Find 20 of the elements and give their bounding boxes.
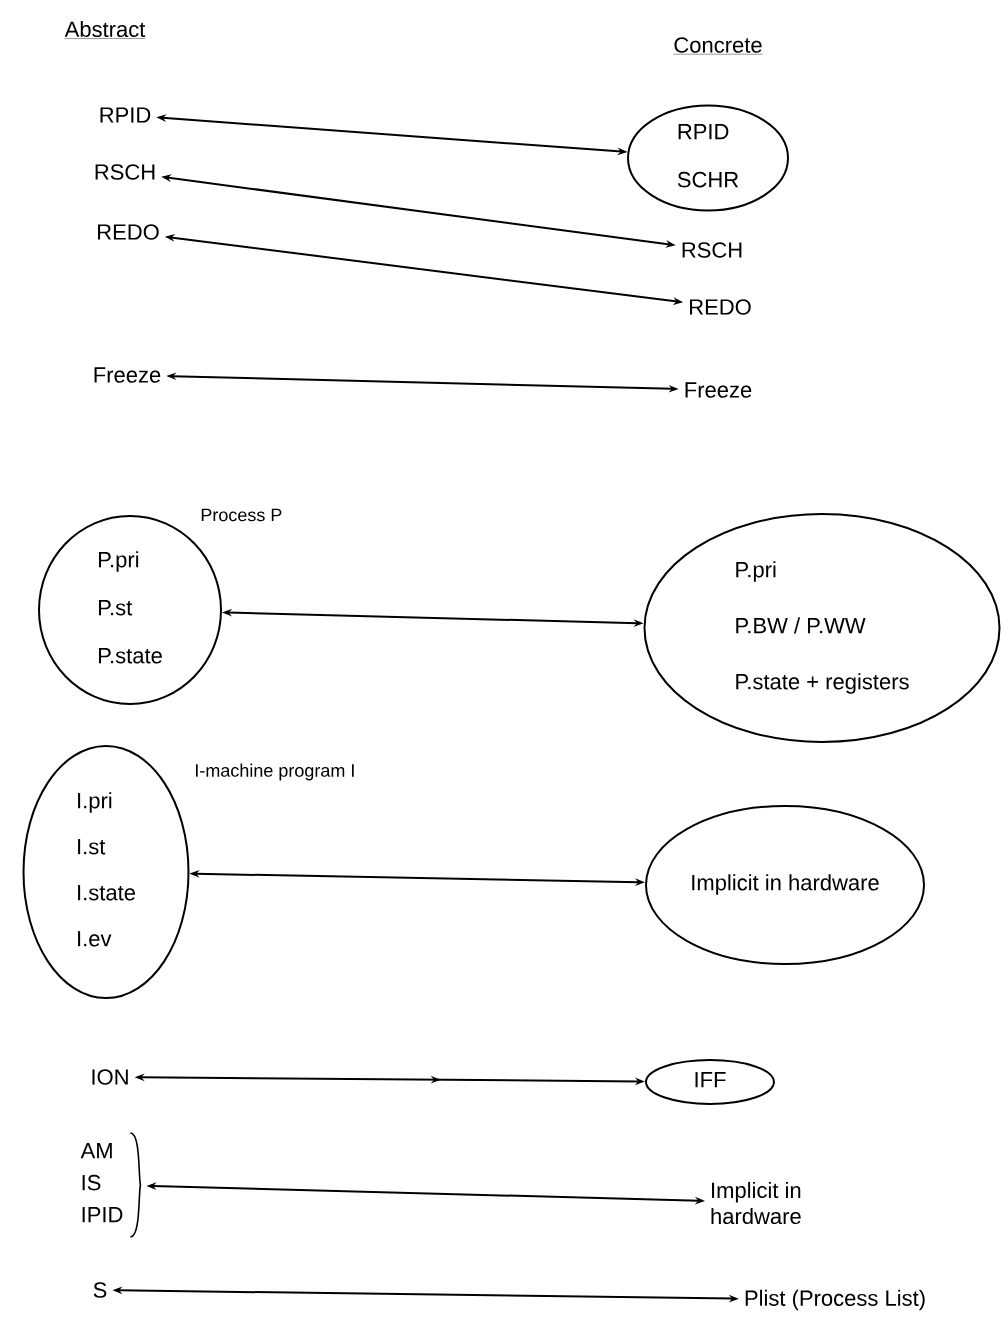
text-label: Plist (Process List) [745, 1289, 925, 1311]
term-oval: IFF [645, 1059, 775, 1105]
term-label: RPID [100, 107, 151, 123]
term-label: REDO [98, 224, 159, 240]
term-oval: RPID SCHR [627, 104, 789, 212]
variable-oval: P.pri P.BW / P.WW P.state + registers [643, 513, 1001, 743]
term-label: ION [92, 1069, 128, 1085]
term-label: RSCH [682, 242, 742, 258]
text-label: Implicit in hardware [711, 1181, 801, 1225]
node-label: Process P [201, 508, 282, 522]
node-label: I-machine program I [196, 763, 354, 781]
braced-term-group: AM IS IPID [80, 1132, 142, 1238]
term-label: Freeze [94, 367, 161, 383]
column-heading: Concrete [673, 37, 763, 55]
term-label: Freeze [685, 382, 752, 398]
column-heading: Abstract [64, 20, 146, 39]
term-label: S [93, 1282, 107, 1298]
text-oval: Implicit in hardware [645, 805, 925, 965]
term-label: REDO [690, 299, 751, 315]
term-label: RSCH [95, 164, 155, 180]
